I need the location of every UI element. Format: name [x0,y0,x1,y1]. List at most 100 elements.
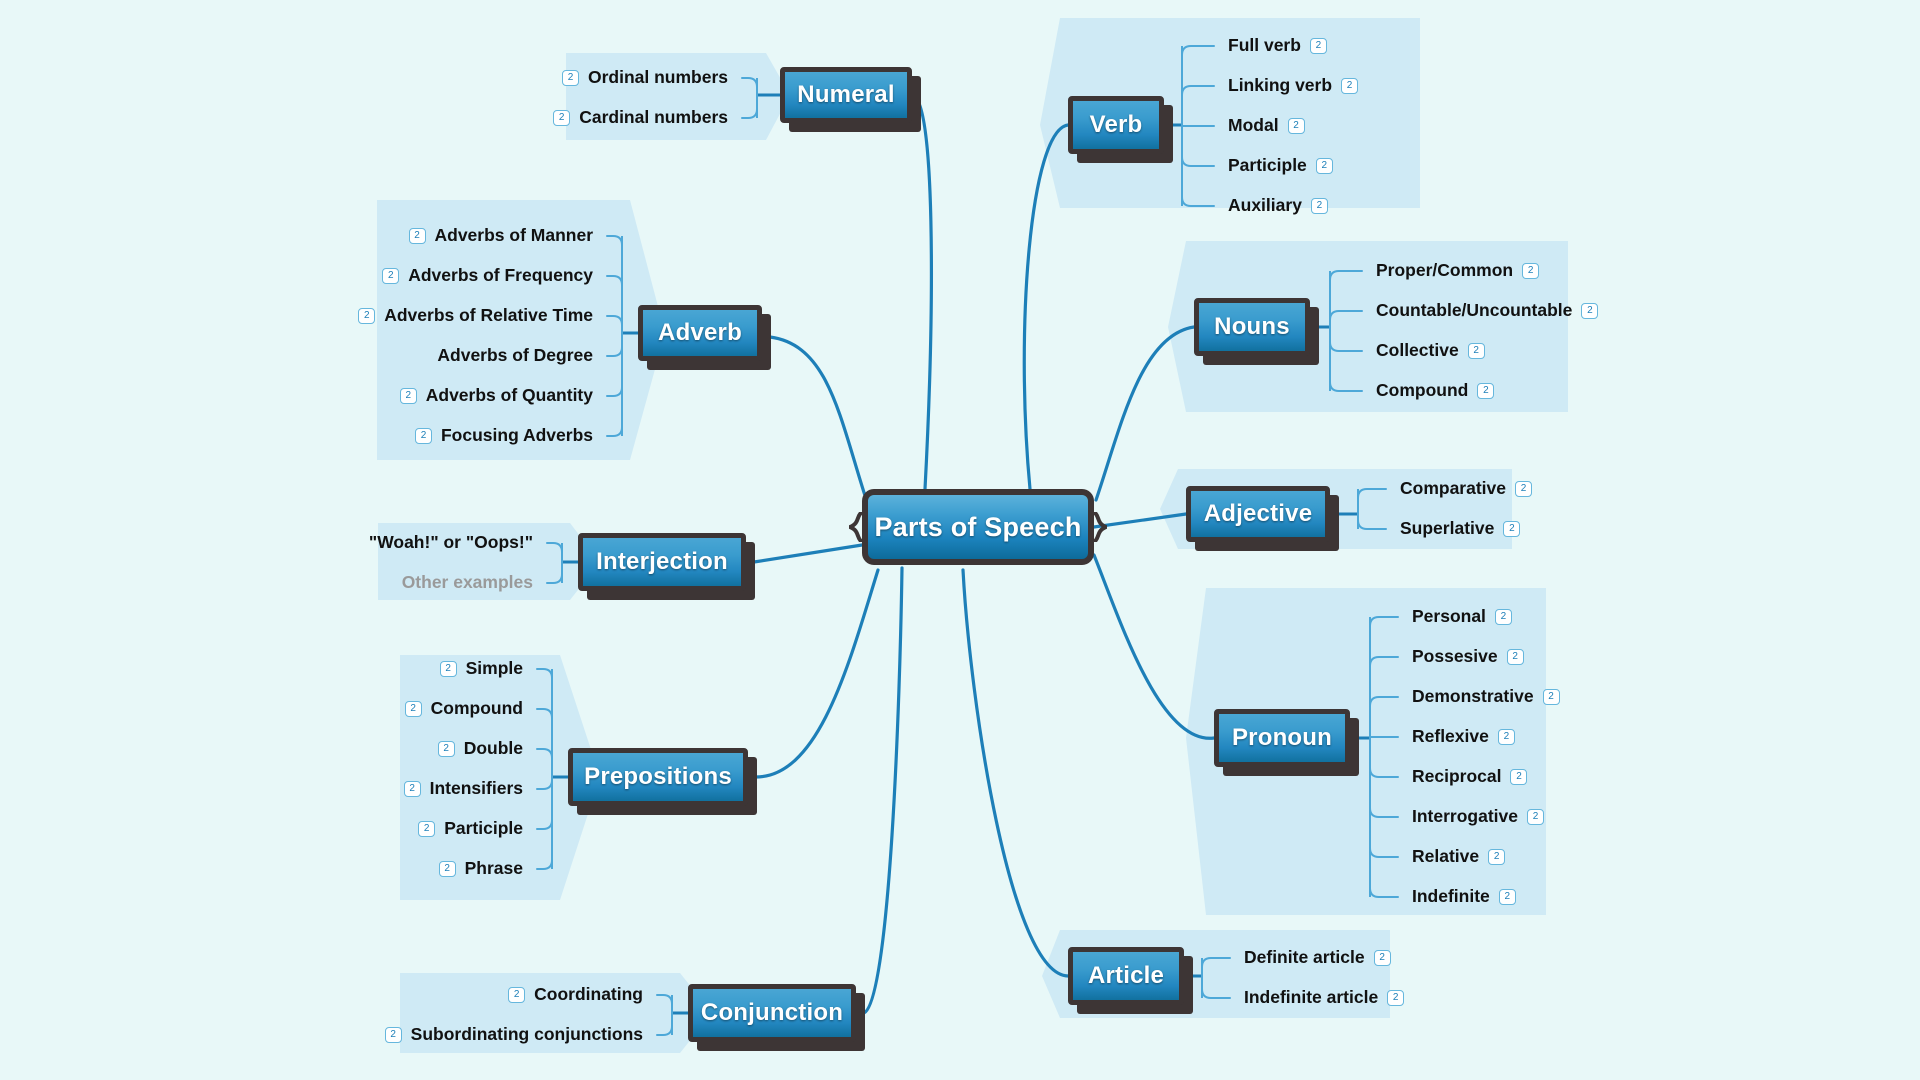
sub-item-count-badge[interactable]: 2 [403,780,421,797]
sub-item-count-badge[interactable]: 2 [1515,480,1533,497]
sub-connector-interjection-1 [546,573,563,584]
topic-node-prepositions[interactable]: Prepositions [568,748,757,815]
topic-node-conjunction[interactable]: Conjunction [688,984,865,1051]
sub-item-count-badge[interactable]: 2 [1522,262,1540,279]
sub-item-count-badge[interactable]: 2 [1309,37,1327,54]
sub-item-count-badge[interactable]: 2 [1542,688,1560,705]
sub-item-adverb-4[interactable]: Adverbs of Quantity 2 [0,385,593,405]
sub-item-count-badge[interactable]: 2 [508,986,526,1003]
sub-item-count-badge[interactable]: 2 [384,1026,402,1043]
sub-item-count-badge[interactable]: 2 [1477,382,1495,399]
sub-item-pronoun-5[interactable]: Interrogative 2 [1412,806,1544,826]
sub-item-interjection-0[interactable]: "Woah!" or "Oops!" [0,533,533,552]
sub-item-count-badge[interactable]: 2 [1503,520,1521,537]
sub-item-count-badge[interactable]: 2 [382,267,400,284]
sub-item-count-badge[interactable]: 2 [1498,888,1516,905]
topic-node-adjective[interactable]: Adjective [1186,486,1339,551]
sub-item-count-badge[interactable]: 2 [561,69,579,86]
sub-item-count-badge[interactable]: 2 [358,307,376,324]
sub-item-count-badge[interactable]: 2 [414,427,432,444]
sub-item-count-badge[interactable]: 2 [1506,648,1524,665]
topic-node-article[interactable]: Article [1068,947,1193,1014]
sub-connector-pronoun-1 [1369,656,1399,667]
sub-item-count-badge[interactable]: 2 [1310,197,1328,214]
sub-item-count-badge[interactable]: 2 [438,860,456,877]
topic-node-nouns[interactable]: Nouns [1194,298,1319,365]
sub-connector-adverb-0 [606,235,623,246]
sub-item-nouns-3[interactable]: Compound 2 [1376,380,1495,400]
topic-node-numeral[interactable]: Numeral [780,67,921,132]
sub-item-count-badge[interactable]: 2 [553,109,571,126]
sub-item-label: Adverbs of Quantity [425,385,593,405]
topic-node-adverb[interactable]: Adverb [638,305,771,370]
sub-connector-adverb-3 [606,346,623,357]
sub-item-count-badge[interactable]: 2 [1287,117,1305,134]
topic-node-pronoun[interactable]: Pronoun [1214,709,1359,776]
sub-item-interjection-1[interactable]: Other examples [0,573,533,592]
sub-item-count-badge[interactable]: 2 [1497,728,1515,745]
sub-item-label: Interrogative [1412,806,1518,826]
sub-connector-adjective-1 [1357,519,1387,530]
sub-connector-nouns-3 [1329,381,1363,392]
sub-item-count-badge[interactable]: 2 [1488,848,1506,865]
sub-item-count-badge[interactable]: 2 [439,660,457,677]
sub-item-count-badge[interactable]: 2 [1494,608,1512,625]
sub-item-count-badge[interactable]: 2 [1341,77,1359,94]
sub-item-label: Compound [1376,380,1469,400]
sub-item-adverb-3[interactable]: Adverbs of Degree [0,346,593,365]
sub-item-count-badge[interactable]: 2 [408,227,426,244]
central-node[interactable]: Parts of Speech [849,489,1107,565]
main-connector-interjection [752,543,864,564]
sub-item-count-badge[interactable]: 2 [1373,949,1391,966]
sub-item-count-badge[interactable]: 2 [1387,989,1405,1006]
sub-item-count-badge[interactable]: 2 [437,740,455,757]
sub-item-count-badge[interactable]: 2 [399,387,417,404]
sub-item-count-badge[interactable]: 2 [1527,808,1544,825]
topic-node-verb[interactable]: Verb [1068,96,1173,163]
sub-item-count-badge[interactable]: 2 [1510,768,1528,785]
sub-item-count-badge[interactable]: 2 [1315,157,1333,174]
topic-node-interjection[interactable]: Interjection [578,533,755,600]
sub-item-count-badge[interactable]: 2 [1467,342,1485,359]
sub-item-count-badge[interactable]: 2 [1581,302,1599,319]
sub-item-count-badge[interactable]: 2 [404,700,422,717]
main-connector-pronoun [1092,553,1216,740]
topic-node-face: Prepositions [568,748,748,806]
sub-item-count-badge[interactable]: 2 [418,820,436,837]
main-connector-prepositions [754,568,880,779]
